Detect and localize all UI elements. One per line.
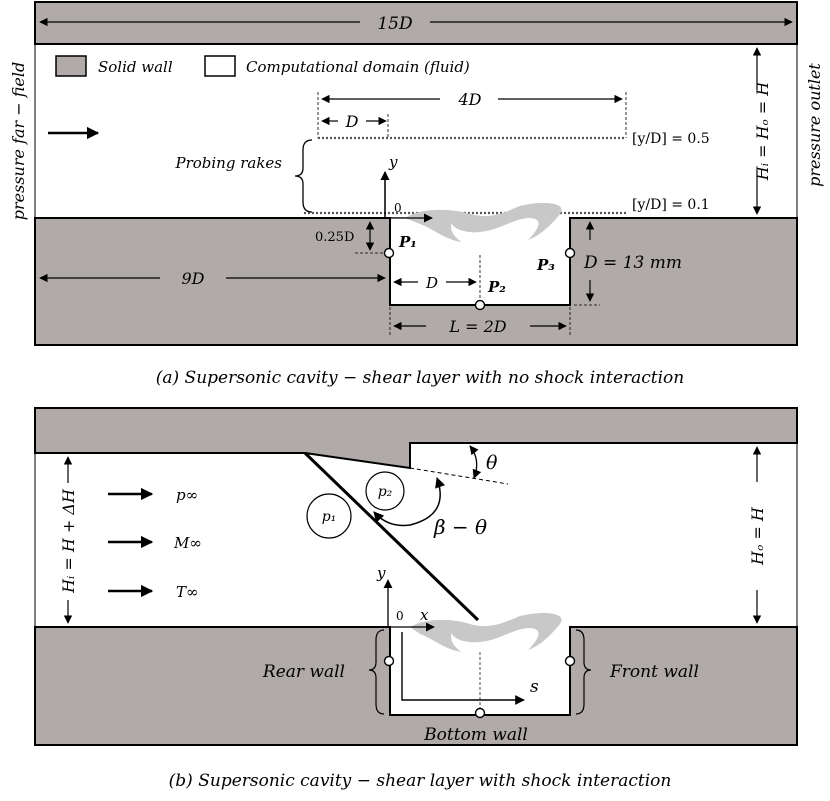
caption-a: (a) Supersonic cavity − shear layer with… <box>156 368 685 388</box>
probe-p1-label: P₁ <box>398 233 417 251</box>
inlet-height-label: Hᵢ = H + ΔH <box>59 488 78 594</box>
rake-label: Probing rakes <box>174 154 282 172</box>
theta-arc <box>469 445 482 479</box>
shear-layer-b <box>410 612 562 652</box>
bottom-wall-label: Bottom wall <box>423 725 528 745</box>
region-p2 <box>365 471 405 511</box>
front-wall-brace <box>575 629 592 715</box>
front-wall-label: Front wall <box>609 662 699 682</box>
flow-t-label: T∞ <box>176 583 199 601</box>
rake-bottom-value: [y/D] = 0.1 <box>632 197 710 213</box>
axis-y-label-b: y <box>376 564 386 582</box>
theta-label: θ <box>486 452 498 474</box>
rake-span-label: 4D <box>457 90 481 109</box>
probe-p2 <box>474 299 486 311</box>
legend-solid-swatch <box>55 55 87 77</box>
inlet-label: pressure far − field <box>9 62 28 220</box>
panel-b: θ β − θ p₂ p₁ p∞ M∞ T∞ Hᵢ = H + ΔH Hₒ = … <box>34 407 798 791</box>
rake-top-value: [y/D] = 0.5 <box>632 131 710 147</box>
region-p1 <box>306 493 352 539</box>
s-coordinate <box>401 632 525 705</box>
origin-b: 0 <box>396 609 404 623</box>
probe-front <box>564 655 576 667</box>
rake-offset-label: D <box>345 112 359 131</box>
probe-p2-label: P₂ <box>487 278 506 296</box>
shock-wave <box>303 451 480 622</box>
flow-p-label: p∞ <box>176 486 198 504</box>
flow-m-label: M∞ <box>173 534 202 552</box>
probe-spacing-label: D <box>425 274 438 292</box>
legend-fluid-label: Computational domain (fluid) <box>246 58 470 76</box>
probe-p1 <box>383 247 395 259</box>
origin-a: 0 <box>394 201 402 215</box>
legend-solid-label: Solid wall <box>98 58 173 76</box>
beta-theta-arc <box>373 477 446 527</box>
height-label: Hᵢ = Hₒ = H <box>753 81 772 181</box>
panel-a: 15D Solid wall Computational domain (flu… <box>9 1 824 388</box>
outlet-label: pressure outlet <box>805 63 824 187</box>
rear-wall-label: Rear wall <box>262 662 345 682</box>
probe-depth-label: 0.25D <box>315 230 354 245</box>
probe-bottom <box>474 707 486 719</box>
outlet-height-label: Hₒ = H <box>748 506 767 566</box>
top-wall-b <box>34 407 798 470</box>
probe-p3-label: P₃ <box>536 256 555 274</box>
probe-p3 <box>564 247 576 259</box>
top-wall-a <box>34 1 798 45</box>
cavity-length-label: L = 2D <box>448 317 506 336</box>
depth-label: D = 13 mm <box>583 253 682 273</box>
legend-fluid-swatch <box>204 55 236 77</box>
axis-y-label-a: y <box>388 153 398 171</box>
rake-brace <box>294 139 313 213</box>
axis-x-label-b: x <box>420 606 429 624</box>
upstream-length-label: 9D <box>181 269 204 288</box>
region-p1-label: p₁ <box>322 509 337 525</box>
beta-theta-label: β − θ <box>433 515 487 539</box>
probe-rear <box>383 655 395 667</box>
caption-b: (b) Supersonic cavity − shear layer with… <box>169 771 672 791</box>
rear-wall-brace <box>368 629 385 715</box>
width-label: 15D <box>377 14 413 34</box>
s-label: s <box>530 677 539 697</box>
region-p2-label: p₂ <box>378 484 393 500</box>
